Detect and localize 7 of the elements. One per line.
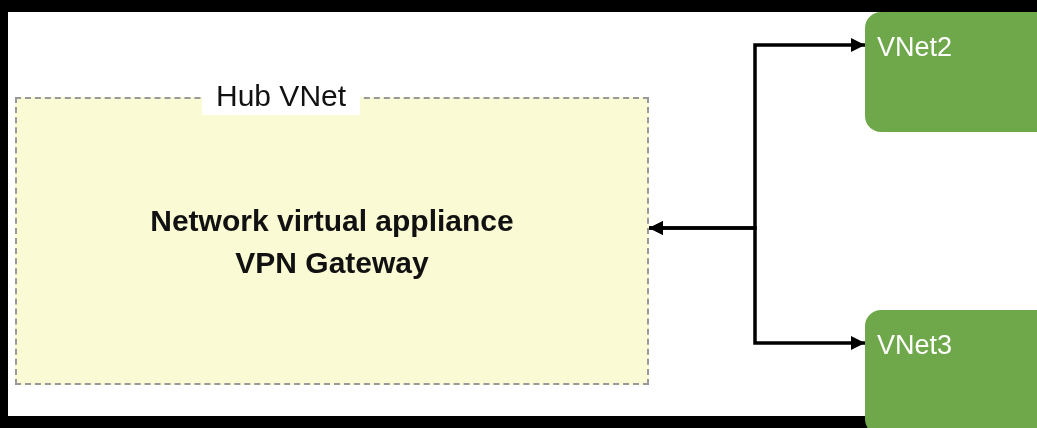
box-text: Network virtual appliance [149, 204, 515, 238]
network-box [865, 12, 1037, 132]
network-box [865, 310, 1037, 428]
arrow [649, 221, 865, 350]
box-label: VNet2 [877, 32, 953, 63]
box-label: VNet3 [877, 330, 953, 361]
box-text: VPN Gateway [234, 246, 430, 280]
